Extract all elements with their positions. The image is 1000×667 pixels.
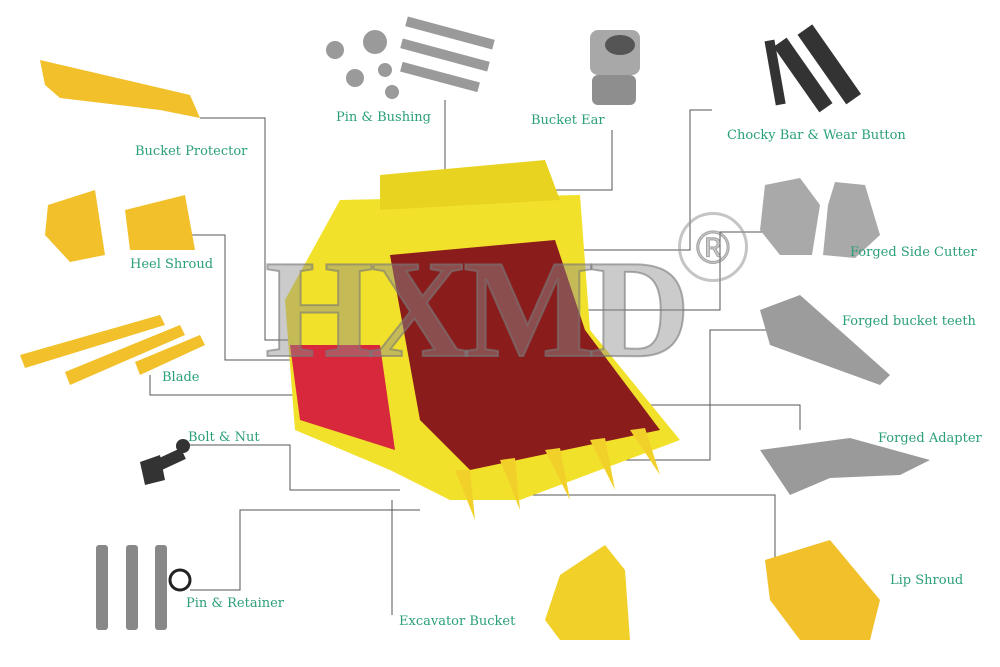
label-bucket-teeth: Forged bucket teeth: [842, 314, 976, 329]
label-pin-bushing: Pin & Bushing: [336, 110, 431, 125]
bucket-ear-image: [590, 30, 640, 105]
pin-bushing-image: [326, 16, 495, 99]
label-lip-shroud: Lip Shroud: [890, 573, 964, 588]
label-bucket-ear: Bucket Ear: [531, 113, 605, 128]
label-bucket-protector: Bucket Protector: [135, 144, 248, 159]
watermark-text: HXMD: [264, 232, 691, 387]
label-pin-retainer: Pin & Retainer: [186, 596, 285, 611]
chocky-bar-image: [764, 24, 862, 113]
label-bolt-nut: Bolt & Nut: [188, 430, 260, 445]
label-side-cutter: Forged Side Cutter: [850, 245, 977, 260]
small-bucket-image: [545, 545, 630, 640]
registered-mark: ®: [678, 212, 748, 282]
label-heel-shroud: Heel Shroud: [130, 257, 214, 272]
bucket-teeth-image: [760, 295, 890, 385]
heel-shroud-image: [45, 190, 195, 262]
side-cutter-image: [760, 178, 880, 258]
bolt-nut-image: [140, 439, 190, 485]
excavator-bucket-image: [285, 160, 680, 520]
adapter-image: [760, 438, 930, 495]
blade-image: [20, 315, 205, 385]
bucket-protector-image: [40, 60, 200, 118]
label-adapter: Forged Adapter: [878, 431, 982, 446]
lip-shroud-image: [765, 540, 880, 640]
label-blade: Blade: [162, 370, 200, 385]
label-excavator-bucket: Excavator Bucket: [399, 614, 516, 629]
label-chocky-bar: Chocky Bar & Wear Button: [727, 128, 906, 143]
pin-retainer-image: [96, 545, 192, 630]
